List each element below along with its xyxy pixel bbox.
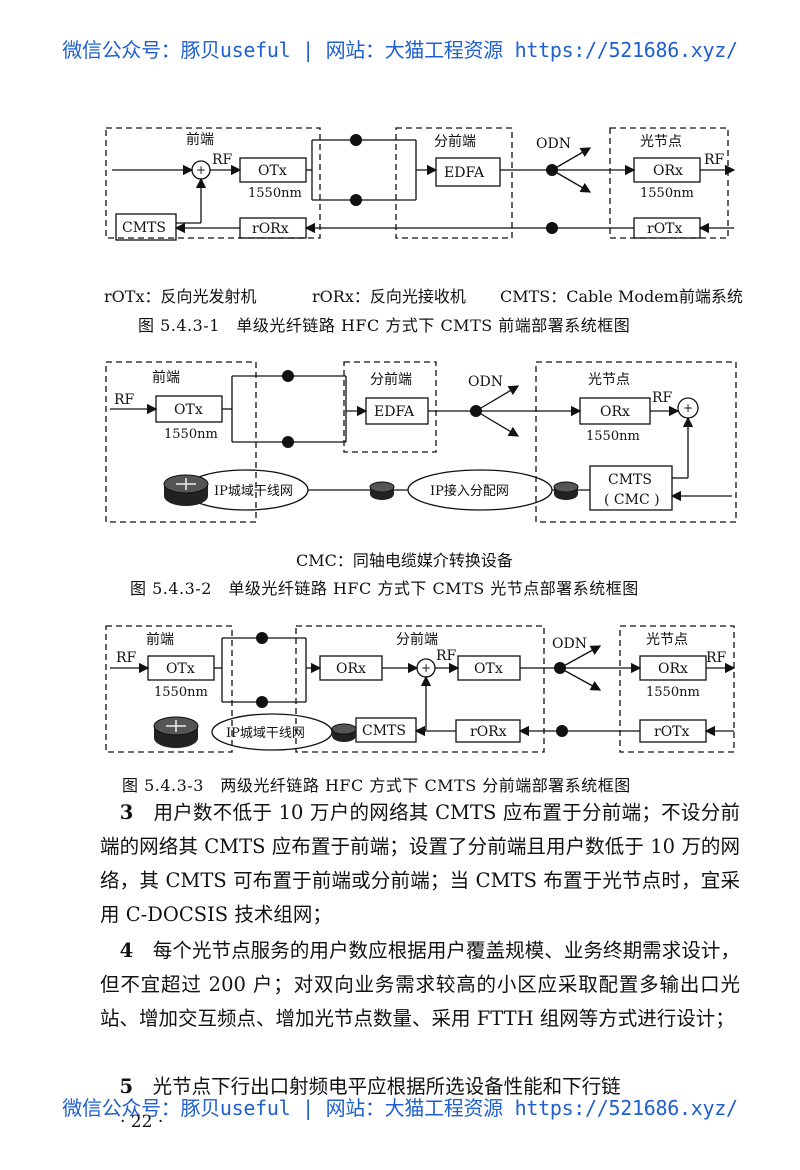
fig3-orx-box: ORx xyxy=(658,661,688,677)
fig2-otx-box: OTx xyxy=(174,402,203,418)
fig2-router-icon-node xyxy=(553,481,579,500)
fig1-rotx-box: rOTx xyxy=(647,221,683,237)
fig2-ip-metro-network: IP城域干线网 xyxy=(214,484,293,499)
fig3-headend-label: 前端 xyxy=(146,631,174,648)
fig2-node-label: 光节点 xyxy=(588,372,630,388)
fig1-caption: 图 5.4.3-1 单级光纤链路 HFC 方式下 CMTS 前端部署系统框图 xyxy=(138,316,631,335)
figure-2-diagram: 前端 分前端 光节点 ODN RF RF OTx 1550nm EDFA ORx… xyxy=(100,356,740,528)
fig3-ip-metro-network: IP城域干线网 xyxy=(226,726,305,741)
paragraph-5-number: 5 xyxy=(119,1075,134,1098)
fig3-branch-otx-box: OTx xyxy=(474,661,503,677)
figure-3-diagram: 前端 分前端 光节点 ODN RF RF RF OTx 1550nm ORx O… xyxy=(100,618,740,756)
fig1-branch-label: 分前端 xyxy=(434,133,476,150)
fig3-rf-in-label: RF xyxy=(116,650,137,666)
figure-1-diagram: 前端 分前端 光节点 ODN RF RF OTx 1550nm EDFA ORx… xyxy=(100,118,740,248)
paragraph-3: 3 用户数不低于 10 万户的网络其 CMTS 应布置于分前端；不设分前端的网络… xyxy=(100,796,740,932)
fig2-combiner-plus: + xyxy=(683,401,693,415)
fig1-rf-out-label: RF xyxy=(704,152,725,168)
fig1-edfa-box: EDFA xyxy=(444,165,485,181)
fig3-orx-wavelength: 1550nm xyxy=(646,685,700,700)
fig1-cmts-box: CMTS xyxy=(122,220,166,236)
fig2-rf-in-label: RF xyxy=(114,392,135,408)
fig2-rf-out-label: RF xyxy=(652,390,673,406)
fig2-cmc-label: ( CMC ) xyxy=(604,492,660,508)
fig1-legend-rorx: rORx：反向光接收机 xyxy=(312,287,466,306)
fig2-odn-label: ODN xyxy=(468,374,503,390)
fig1-orx-wavelength: 1550nm xyxy=(640,186,694,201)
fig3-odn-label: ODN xyxy=(552,636,587,652)
fig1-headend-label: 前端 xyxy=(186,131,214,148)
fig1-legend-cmts: CMTS：Cable Modem前端系统 xyxy=(500,287,743,306)
fig1-node-label: 光节点 xyxy=(640,134,682,150)
fig3-caption: 图 5.4.3-3 两级光纤链路 HFC 方式下 CMTS 分前端部署系统框图 xyxy=(122,776,631,795)
fig3-otx-box: OTx xyxy=(166,661,195,677)
fig3-rf-mid-label: RF xyxy=(436,648,457,664)
fig1-otx-wavelength: 1550nm xyxy=(248,186,302,201)
fig1-otx-box: OTx xyxy=(258,163,287,179)
fig3-router-icon xyxy=(153,716,199,748)
paragraph-4-number: 4 xyxy=(119,939,134,962)
fig3-otx-wavelength: 1550nm xyxy=(154,685,208,700)
watermark-top: 微信公众号：豚贝useful | 网站：大猫工程资源 https://52168… xyxy=(62,38,738,62)
fig2-ip-access-network: IP接入分配网 xyxy=(430,483,509,499)
page-number: · 22 · xyxy=(120,1112,164,1132)
fig2-caption: 图 5.4.3-2 单级光纤链路 HFC 方式下 CMTS 光节点部署系统框图 xyxy=(130,579,639,598)
fig2-router-icon-small xyxy=(369,481,395,500)
fig3-rf-out-label: RF xyxy=(706,650,727,666)
fig2-orx-wavelength: 1550nm xyxy=(586,429,640,444)
fig1-rorx-box: rORx xyxy=(252,221,289,237)
fig3-cmts-box: CMTS xyxy=(362,723,406,739)
fig2-legend-cmc: CMC：同轴电缆媒介转换设备 xyxy=(296,551,513,570)
fig3-branch-orx-box: ORx xyxy=(336,661,366,677)
fig2-headend-label: 前端 xyxy=(152,369,180,386)
paragraph-4: 4 每个光节点服务的用户数应根据用户覆盖规模、业务终期需求设计，但不宜超过 20… xyxy=(100,934,740,1036)
paragraph-3-text: 用户数不低于 10 万户的网络其 CMTS 应布置于分前端；不设分前端的网络其 … xyxy=(100,801,740,926)
watermark-bottom: 微信公众号：豚贝useful | 网站：大猫工程资源 https://52168… xyxy=(62,1096,738,1120)
fig1-legend-rotx: rOTx：反向光发射机 xyxy=(104,287,257,306)
fig1-orx-box: ORx xyxy=(653,163,683,179)
fig3-rorx-box: rORx xyxy=(470,724,507,740)
fig2-edfa-box: EDFA xyxy=(374,404,415,420)
fig2-branch-label: 分前端 xyxy=(370,371,412,388)
fig3-node-label: 光节点 xyxy=(646,632,688,648)
fig3-router-icon-small xyxy=(331,723,357,742)
fig1-rf-in-label: RF xyxy=(212,152,233,168)
fig2-otx-wavelength: 1550nm xyxy=(164,427,218,442)
paragraph-3-number: 3 xyxy=(119,801,134,824)
paragraph-5: 5 光节点下行出口射频电平应根据所选设备性能和下行链 xyxy=(100,1070,740,1104)
fig3-combiner-plus: + xyxy=(421,661,431,675)
paragraph-5-text: 光节点下行出口射频电平应根据所选设备性能和下行链 xyxy=(133,1075,621,1098)
fig2-cmts-box: CMTS xyxy=(608,472,652,488)
fig2-router-icon xyxy=(163,474,209,506)
fig1-odn-label: ODN xyxy=(536,136,571,152)
fig2-orx-box: ORx xyxy=(600,404,630,420)
fig1-combiner-plus: + xyxy=(196,163,206,177)
fig3-rotx-box: rOTx xyxy=(654,724,690,740)
paragraph-4-text: 每个光节点服务的用户数应根据用户覆盖规模、业务终期需求设计，但不宜超过 200 … xyxy=(100,939,740,1030)
fig3-branch-label: 分前端 xyxy=(396,631,438,648)
